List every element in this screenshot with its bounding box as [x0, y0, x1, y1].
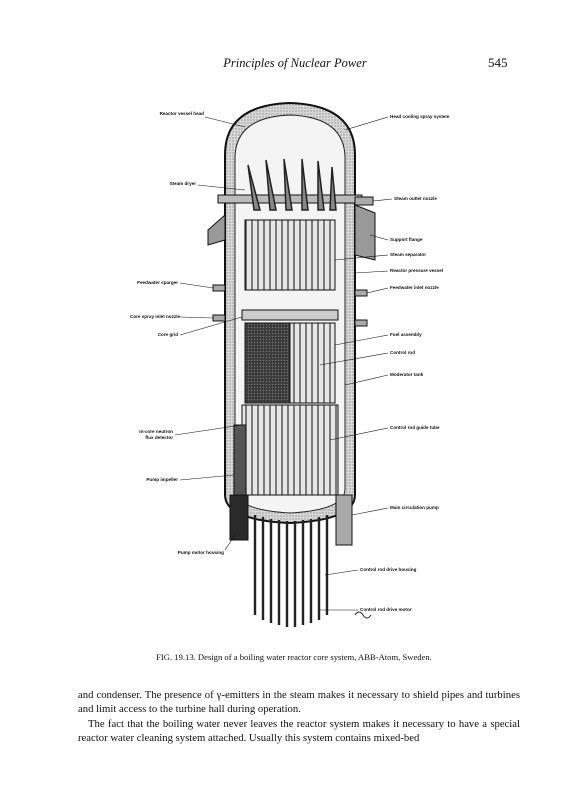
label-steam-dryer: Steam dryer	[169, 181, 196, 186]
label-pump-impeller: Pump impeller	[146, 477, 178, 482]
label-support-flange: Support flange	[390, 237, 423, 242]
figure-caption: FIG. 19.13. Design of a boiling water re…	[156, 652, 432, 662]
label-moderator-tank: Moderator tank	[390, 372, 424, 377]
label-feedwater-sparger: Feedwater sparger	[137, 280, 178, 285]
label-control-rod: Control rod	[390, 350, 416, 355]
label-control-rod-drive-housing: Control rod drive housing	[360, 567, 417, 572]
body-paragraph-1: and condenser. The presence of γ-emitter…	[78, 689, 520, 716]
label-control-rod-guide-tube: Control rod guide tube	[390, 425, 440, 430]
label-feedwater-inlet-nozzle: Feedwater inlet nozzle	[390, 285, 439, 290]
label-core-grid: Core grid	[157, 332, 178, 337]
label-core-spray-inlet-nozzle: Core spray inlet nozzle	[130, 314, 181, 319]
running-title: Principles of Nuclear Power	[223, 56, 367, 70]
label-steam-separator: Steam separator	[390, 252, 427, 257]
page-number: 545	[488, 55, 508, 70]
body-paragraph-2: The fact that the boiling water never le…	[78, 718, 520, 745]
label-control-rod-drive-motor: Control rod drive motor	[360, 607, 412, 612]
label-fuel-assembly: Fuel assembly	[390, 332, 422, 337]
reactor-figure: Reactor vessel head Head cooling spray s…	[130, 95, 470, 640]
label-head-cooling-spray: Head cooling spray system	[390, 114, 450, 119]
label-steam-outlet-nozzle: Steam outlet nozzle	[394, 196, 437, 201]
reactor-illustration	[174, 101, 393, 627]
label-main-circulation-pump: Main circulation pump	[390, 505, 439, 510]
label-in-core-neutron-line1: In-core neutron	[139, 429, 173, 434]
label-pump-motor-housing: Pump motor housing	[177, 550, 224, 555]
label-in-core-neutron-line2: flux detector	[145, 435, 173, 440]
label-reactor-vessel-head: Reactor vessel head	[159, 111, 204, 116]
label-reactor-pressure-vessel: Reactor pressure vessel	[390, 268, 444, 273]
